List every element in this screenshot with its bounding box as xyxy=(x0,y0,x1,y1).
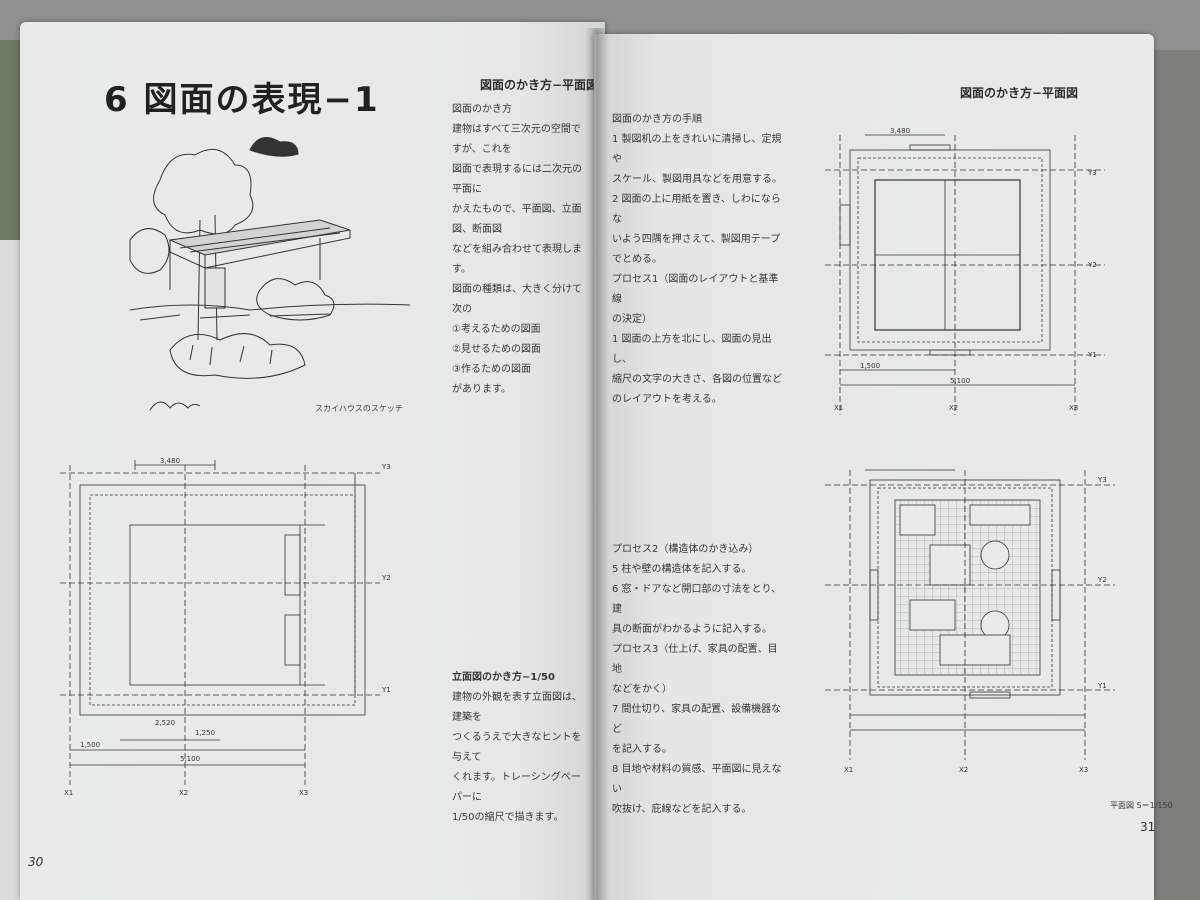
elevation-text: 建物の外観を表す立面図は、建築を つくるうえで大きなヒントを与えて くれます。ト… xyxy=(452,692,582,823)
left-column-heading: 図面のかき方−平面図 xyxy=(480,78,599,92)
left-floor-plan: 3,480 5,100 1,500 1,250 2,520 Y3 Y2 Y1 X… xyxy=(60,457,391,797)
grid-label-y2: Y2 xyxy=(381,574,391,582)
right-plan-top: 3,480 1,500 5,100 Y3 Y2 Y1 X1 X2 X3 xyxy=(825,127,1105,415)
chapter-title: 6 図面の表現−1 xyxy=(104,80,380,120)
left-page xyxy=(20,22,605,900)
grid-label-y3: Y3 xyxy=(1097,476,1107,484)
dim-label: 2,520 xyxy=(155,719,175,727)
book-gutter xyxy=(585,28,609,900)
right-process-text: プロセス2（構造体のかき込み） 5 柱や壁の構造体を記入する。 6 窓・ドアなど… xyxy=(612,544,782,815)
left-column-text: 図面のかき方 建物はすべて三次元の空間ですが、これを 図面で表現するには二次元の… xyxy=(452,104,582,395)
grid-label-x3: X3 xyxy=(299,789,308,797)
dim-label: 3,480 xyxy=(160,457,180,465)
grid-label-y2: Y2 xyxy=(1087,261,1097,269)
grid-label-x1: X1 xyxy=(64,789,73,797)
grid-label-x3: X3 xyxy=(1069,404,1078,412)
right-page-number: 31 xyxy=(1140,820,1156,834)
grid-label-y2: Y2 xyxy=(1097,576,1107,584)
plan-caption: 平面図 S＝1/150 xyxy=(1110,801,1173,810)
dim-label: 5,100 xyxy=(950,377,970,385)
grid-label-y1: Y1 xyxy=(1087,351,1097,359)
grid-label-x1: X1 xyxy=(844,766,853,774)
sky-house-sketch xyxy=(129,137,410,411)
grid-label-x1: X1 xyxy=(834,404,843,412)
sketch-caption: スカイハウスのスケッチ xyxy=(315,404,403,413)
right-column-heading: 図面のかき方−平面図 xyxy=(960,86,1079,100)
right-page xyxy=(594,34,1154,900)
grid-label-x3: X3 xyxy=(1079,766,1088,774)
left-page-number: 30 xyxy=(28,855,44,869)
dim-label: 1,250 xyxy=(195,729,215,737)
grid-label-x2: X2 xyxy=(959,766,968,774)
grid-label-x2: X2 xyxy=(949,404,958,412)
grid-label-y3: Y3 xyxy=(1087,169,1097,177)
grid-label-y1: Y1 xyxy=(381,686,391,694)
dim-label: 3,480 xyxy=(890,127,910,135)
dim-label: 1,500 xyxy=(80,741,100,749)
grid-label-y3: Y3 xyxy=(381,463,391,471)
grid-label-y1: Y1 xyxy=(1097,682,1107,690)
dim-label: 1,500 xyxy=(860,362,880,370)
right-plan-furnished: Y3 Y2 Y1 X1 X2 X3 xyxy=(825,469,1115,774)
right-column-text: 図面のかき方の手順 1 製図机の上をきれいに清掃し、定規や スケール、製図用具な… xyxy=(612,114,782,405)
grid-label-x2: X2 xyxy=(179,789,188,797)
elevation-heading: 立面図のかき方−1/50 xyxy=(452,672,555,683)
dim-label: 5,100 xyxy=(180,755,200,763)
